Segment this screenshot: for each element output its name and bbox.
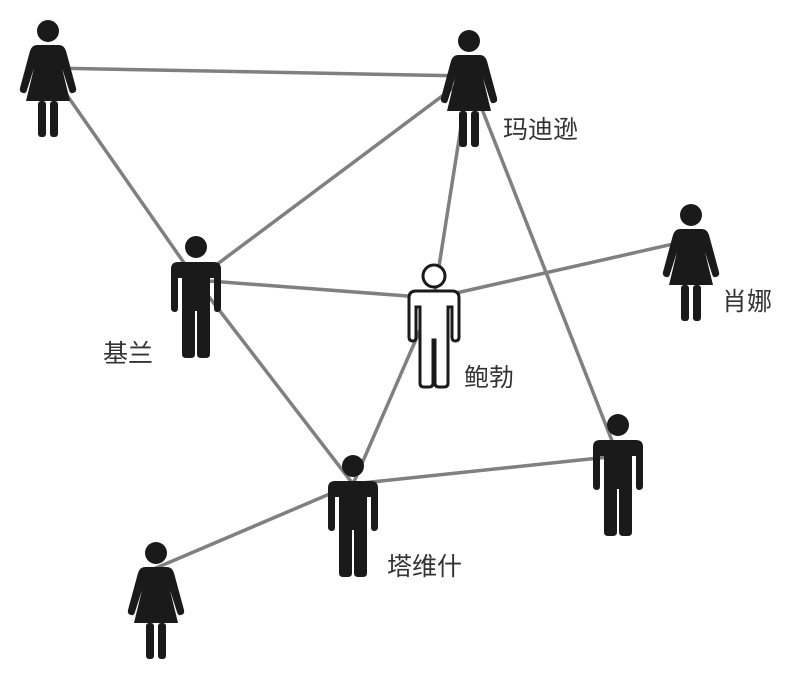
person-label-tavish: 塔维什 [387, 552, 462, 581]
edge-tavish-woman-bottom-left [154, 482, 355, 570]
edge-kiran-madison [194, 74, 471, 282]
edge-madison-man-right [467, 74, 620, 458]
edge-woman-top-left-kiran [46, 66, 198, 282]
man-figure-icon [407, 263, 461, 389]
person-node-man-right [593, 414, 643, 536]
person-label-shona: 肖娜 [722, 287, 772, 316]
person-node-shona: 肖娜 [662, 204, 772, 321]
person-node-bob: 鲍勃 [407, 263, 514, 392]
edge-kiran-bob [194, 278, 436, 300]
person-node-tavish: 塔维什 [328, 455, 462, 581]
person-node-madison: 玛迪逊 [440, 30, 578, 147]
man-figure-icon [593, 414, 643, 536]
person-node-kiran: 基兰 [103, 236, 221, 368]
edge-tavish-man-right [351, 454, 620, 486]
edge-kiran-tavish [194, 278, 355, 486]
person-label-kiran: 基兰 [103, 339, 153, 368]
person-label-madison: 玛迪逊 [503, 115, 578, 144]
person-node-woman-top-left [19, 20, 77, 137]
edge-bob-shona [432, 238, 693, 300]
person-label-bob: 鲍勃 [464, 363, 514, 392]
edge-woman-top-left-madison [46, 66, 471, 78]
woman-figure-icon [662, 204, 720, 321]
woman-figure-icon [19, 20, 77, 137]
man-figure-icon [328, 455, 378, 577]
